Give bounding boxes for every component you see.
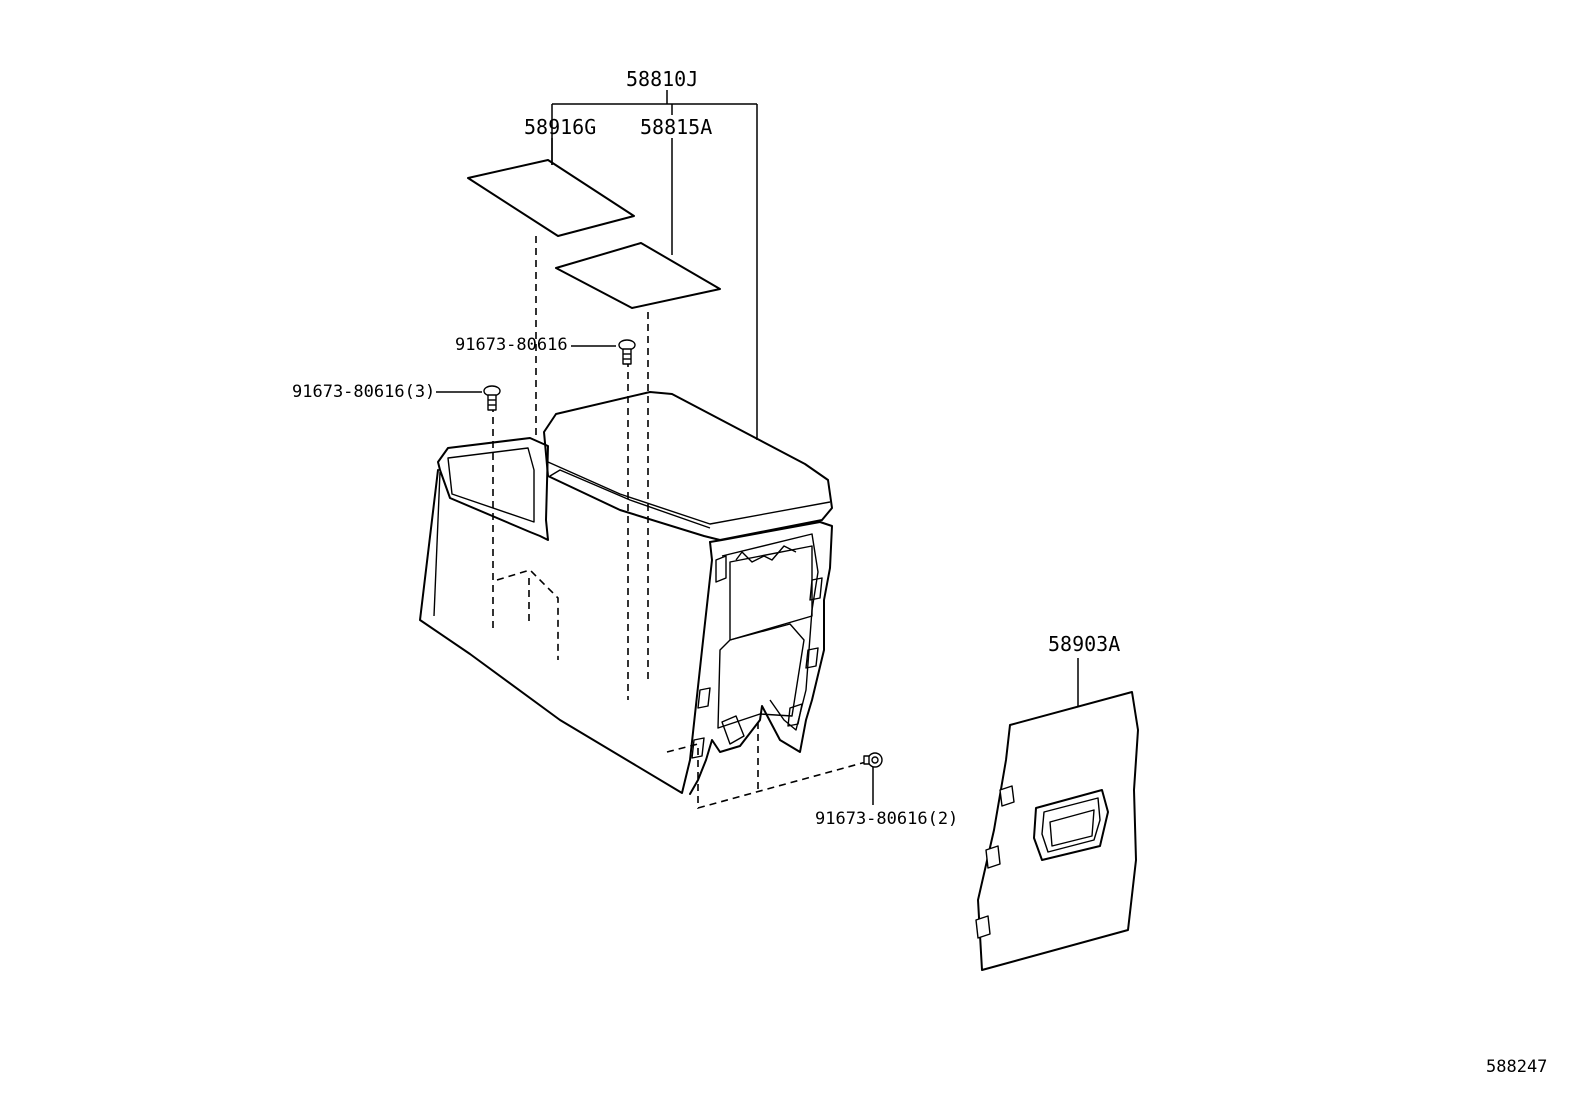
pad-58916G bbox=[467, 138, 635, 237]
diagram-id: 588247 bbox=[1486, 1057, 1547, 1077]
label-screw-top: 91673-80616 bbox=[455, 335, 568, 355]
label-screw-left: 91673-80616(3) bbox=[292, 382, 435, 402]
rear-panel-58903A bbox=[975, 658, 1139, 971]
label-58810J: 58810J bbox=[626, 67, 698, 91]
label-screw-bottom: 91673-80616(2) bbox=[815, 809, 958, 829]
assembly-leader bbox=[551, 90, 758, 440]
screw-left-icon bbox=[436, 385, 501, 411]
screw-top-icon bbox=[571, 339, 636, 365]
label-58903A: 58903A bbox=[1048, 632, 1120, 656]
pad-58815A bbox=[555, 138, 721, 309]
screw-bottom-icon bbox=[863, 752, 883, 805]
label-58916G: 58916G bbox=[524, 115, 596, 139]
console-box bbox=[419, 391, 833, 795]
label-58815A: 58815A bbox=[640, 115, 712, 139]
